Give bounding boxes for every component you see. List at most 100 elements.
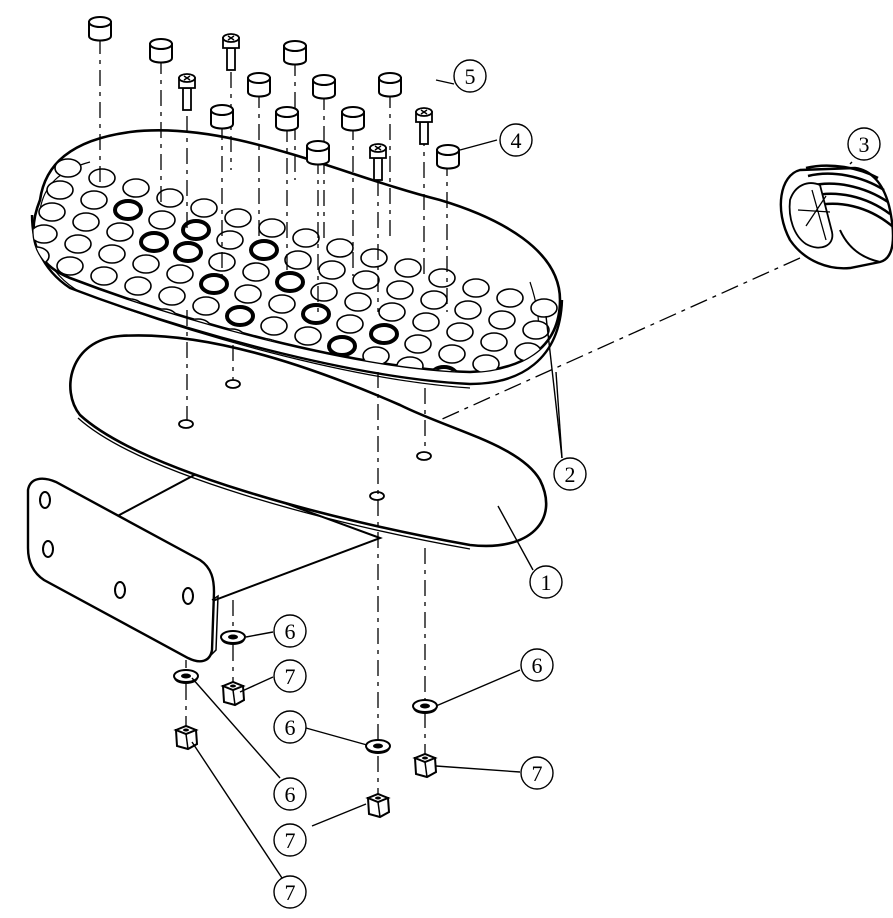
pad-hole	[192, 296, 220, 316]
callout-2-label: 2	[565, 462, 576, 487]
callout-7-center: 7	[273, 823, 307, 857]
pad-hole	[225, 305, 255, 327]
pad-hole	[72, 212, 100, 232]
pad-hole	[336, 314, 364, 334]
base-plate-part	[26, 334, 548, 663]
pad-hole	[268, 294, 296, 314]
callout-7-left: 7	[273, 875, 307, 909]
pad-hole	[0, 237, 15, 255]
pad-hole	[190, 198, 218, 218]
callout-7-right: 7	[520, 756, 554, 790]
callout-6-left: 6	[273, 777, 307, 811]
pad-hole	[522, 320, 550, 340]
pad-hole	[113, 199, 143, 221]
pad-hole	[33, 322, 60, 342]
pad-hole	[132, 254, 160, 274]
nut	[220, 680, 246, 707]
callout-4-label: 4	[511, 128, 522, 153]
hole-plug	[88, 16, 112, 42]
pad-hole	[525, 419, 551, 437]
screws-group	[178, 33, 433, 181]
leader-lines	[191, 79, 853, 879]
pad-hole	[40, 300, 68, 320]
pad-hole	[491, 409, 517, 427]
callout-2: 2	[553, 457, 587, 491]
pad-hole	[148, 210, 176, 230]
callout-4: 4	[499, 123, 533, 157]
pad-hole	[5, 193, 31, 211]
pad-hole	[465, 377, 491, 395]
pad-hole	[386, 280, 414, 300]
end-cap-part	[779, 164, 893, 270]
pad-hole	[249, 239, 279, 261]
nut	[412, 752, 438, 779]
pad-hole	[80, 190, 108, 210]
pad-hole	[326, 238, 354, 258]
washer	[220, 630, 246, 645]
callout-7-label: 7	[285, 880, 296, 905]
pad-hole	[0, 259, 7, 277]
pad-hole	[38, 202, 66, 222]
callout-7-label: 7	[285, 828, 296, 853]
pad-hole	[166, 264, 194, 284]
pad-hole	[74, 310, 102, 330]
callout-3-label: 3	[859, 132, 870, 157]
pad-hole	[438, 344, 466, 364]
pad-hole	[260, 316, 288, 336]
pad-hole	[344, 292, 372, 312]
pad-hole	[412, 312, 440, 332]
callout-7-label: 7	[285, 664, 296, 689]
end-cap-axis-line	[439, 257, 801, 421]
pad-hole	[33, 148, 48, 168]
washers-nuts-group	[173, 630, 438, 819]
hole-plug	[312, 74, 336, 100]
pad-hole	[310, 282, 338, 302]
callout-6-center: 6	[273, 710, 307, 744]
pad-hole	[275, 271, 305, 293]
hole-plug	[436, 144, 460, 170]
pad-hole	[565, 309, 591, 327]
pad-hole	[156, 188, 184, 208]
pad-hole	[106, 222, 134, 242]
hole-plug	[341, 106, 365, 132]
pad-hole	[423, 389, 449, 407]
pad-hole	[33, 344, 52, 364]
callout-1: 1	[529, 565, 563, 599]
hole-plug	[210, 104, 234, 130]
pad-hole	[378, 302, 406, 322]
pad-hole	[181, 219, 211, 241]
pad-hole	[369, 323, 399, 345]
pad-hole	[0, 313, 25, 331]
pad-hole	[318, 260, 346, 280]
pad-hole	[292, 228, 320, 248]
pad-hole	[33, 290, 34, 310]
washer	[412, 699, 438, 714]
pad-hole	[216, 230, 244, 250]
pad-hole	[352, 270, 380, 290]
pad-hole	[404, 334, 432, 354]
hole-plug	[247, 72, 271, 98]
callout-7-label: 7	[532, 761, 543, 786]
callout-1-label: 1	[541, 570, 552, 595]
screw	[222, 33, 240, 71]
pad-hole	[258, 218, 286, 238]
washer	[173, 669, 199, 684]
callout-6-label: 6	[285, 782, 296, 807]
pad-hole	[496, 288, 524, 308]
screw	[415, 107, 433, 145]
pad-hole	[56, 256, 84, 276]
nut	[365, 792, 391, 819]
pad-hole	[116, 298, 144, 318]
pad-hole	[394, 258, 422, 278]
pad-hole	[90, 266, 118, 286]
pad-hole	[199, 273, 229, 295]
pad-hole	[158, 286, 186, 306]
hole-plug	[149, 38, 173, 64]
nut	[173, 724, 199, 751]
washer	[365, 739, 391, 754]
pad-hole	[294, 326, 322, 346]
pad-hole	[499, 387, 525, 405]
pad-hole	[488, 310, 516, 330]
hole-plug	[275, 106, 299, 132]
